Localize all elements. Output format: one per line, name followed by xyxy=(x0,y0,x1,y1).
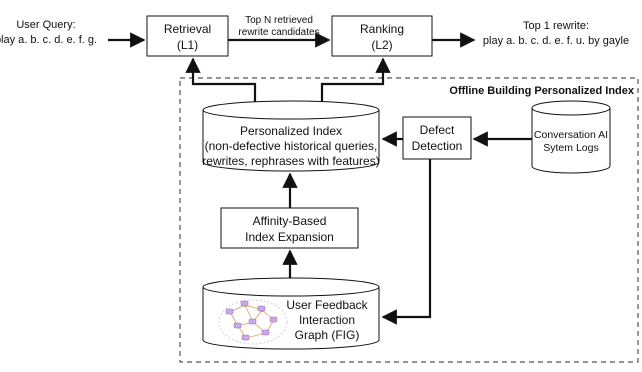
affinity-expansion-box xyxy=(220,207,359,249)
feedback-graph-line2: Interaction xyxy=(299,313,355,327)
retrieval-box xyxy=(146,15,229,57)
ranking-box xyxy=(331,15,433,57)
personalized-index-cylinder xyxy=(202,100,380,172)
defect-detection-line2: Detection xyxy=(412,139,463,153)
feedback-graph-line3: Graph (FIG) xyxy=(295,328,360,342)
offline-region-border xyxy=(179,77,639,363)
user-query-label: User Query: xyxy=(16,19,75,31)
offline-region-title: Offline Building Personalized Index xyxy=(449,85,634,97)
conversation-logs-line2: Sytem Logs xyxy=(543,142,598,154)
retrieval-subtitle: (L1) xyxy=(177,38,198,52)
network-graph-illustration xyxy=(218,299,288,345)
ranking-title: Ranking xyxy=(360,22,404,36)
arrow-index-to-retrieval xyxy=(185,57,257,102)
user-query-text: play a. b. c. d. e. f. g. xyxy=(0,34,97,46)
candidates-label-line2: rewrite candidates xyxy=(238,27,319,38)
output-text: play a. b. c. d. e. f. u. by gayle xyxy=(483,35,629,47)
personalized-index-desc1: (non-defective historical queries, xyxy=(205,139,378,153)
personalized-index-title: Personalized Index xyxy=(240,124,342,138)
ranking-subtitle: (L2) xyxy=(371,38,392,52)
candidates-label-line1: Top N retrieved xyxy=(245,15,313,26)
defect-detection-line1: Defect xyxy=(420,123,455,137)
defect-detection-box xyxy=(402,116,472,160)
retrieval-title: Retrieval xyxy=(164,22,211,36)
affinity-expansion-line1: Affinity-Based xyxy=(253,214,327,228)
conversation-logs-line1: Conversation AI xyxy=(534,129,608,141)
personalized-index-desc2: rewrites, rephrases with features) xyxy=(202,154,379,168)
feedback-graph-line1: User Feedback xyxy=(286,298,368,312)
affinity-expansion-line2: Index Expansion xyxy=(245,230,334,244)
output-label: Top 1 rewrite: xyxy=(523,20,589,32)
arrow-defect-to-feedback-graph xyxy=(381,159,432,325)
arrow-index-to-ranking xyxy=(320,57,391,102)
conversation-logs-cylinder xyxy=(531,100,611,174)
